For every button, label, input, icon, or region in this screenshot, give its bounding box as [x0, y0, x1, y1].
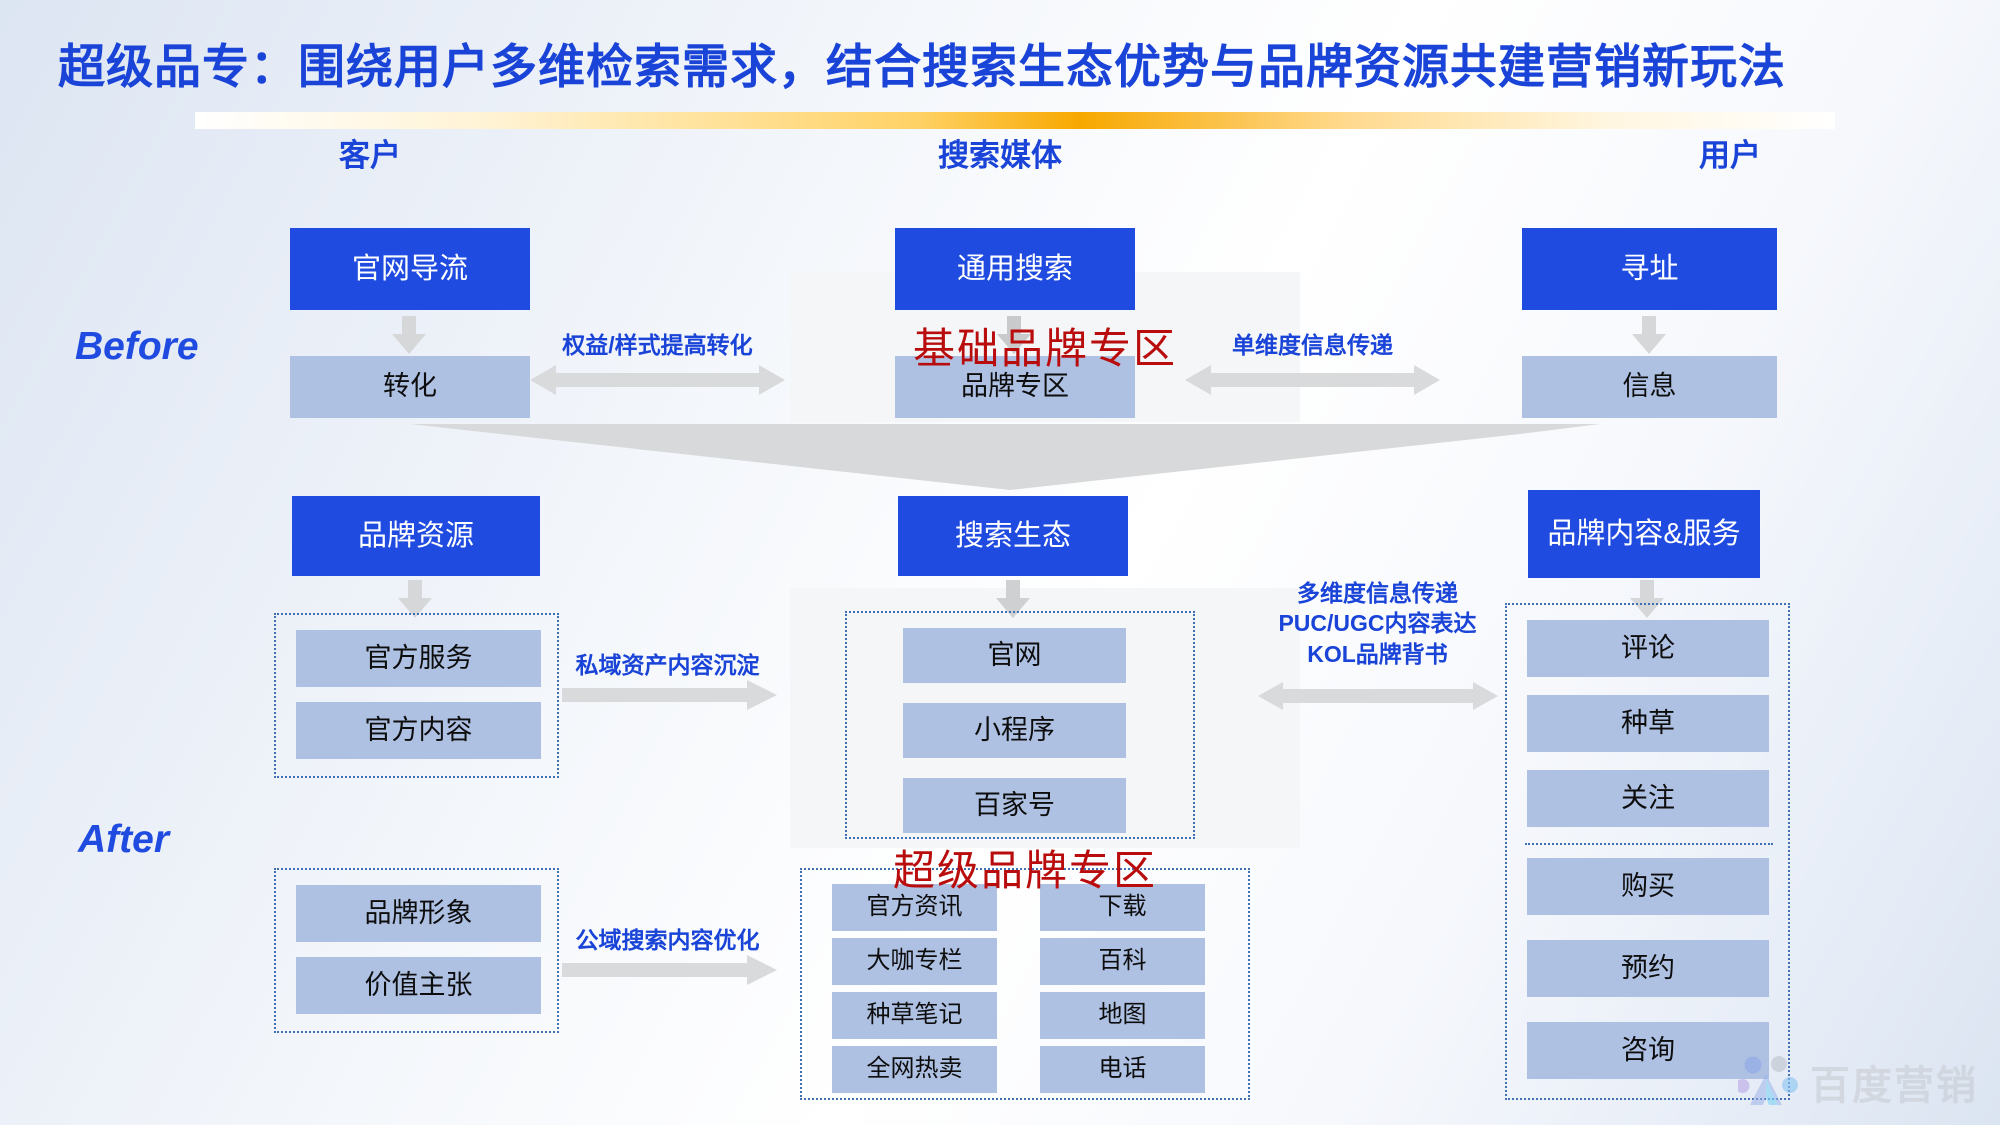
after-search-eco-callout: 超级品牌专区 [892, 847, 1157, 894]
before-user-primary-box[interactable]: 寻址 [1522, 228, 1777, 310]
bidirectional-arrow-right-icon [1185, 365, 1440, 395]
after-brand-image-group [274, 868, 559, 1033]
after-brand-content-group [1505, 603, 1790, 1100]
arrow-right-icon [562, 680, 777, 710]
after-brand-image-item-0[interactable]: 品牌形象 [296, 885, 541, 942]
after-right-flow-labels: 多维度信息传递 PUC/UGC内容表达 KOL品牌背书 [1255, 578, 1500, 669]
before-customer-primary-box[interactable]: 官网导流 [290, 228, 530, 310]
after-super-zone-right-0[interactable]: 下载 [1040, 884, 1205, 931]
after-super-zone-left-3[interactable]: 全网热卖 [832, 1046, 997, 1093]
after-brand-content-separator [1525, 843, 1773, 845]
title-divider [195, 112, 1835, 129]
watermark-label: 百度营销 [1810, 1064, 1978, 1108]
column-header-user: 用户 [1699, 138, 1761, 173]
arrow-down-icon [1630, 580, 1664, 618]
after-flow-private-label: 私域资产内容沉淀 [575, 652, 760, 678]
before-user-soft-box[interactable]: 信息 [1522, 356, 1777, 418]
after-brand-resource-group [274, 613, 559, 778]
section-divider-chevron-icon [410, 424, 1600, 490]
before-media-primary-box[interactable]: 通用搜索 [895, 228, 1135, 310]
after-super-zone-right-3[interactable]: 电话 [1040, 1046, 1205, 1093]
after-super-zone-right-2[interactable]: 地图 [1040, 992, 1205, 1039]
after-right-flow-line-2: KOL品牌背书 [1307, 640, 1448, 667]
before-media-callout: 基础品牌专区 [912, 325, 1177, 372]
baidu-paw-logo-icon [1738, 1056, 1798, 1105]
before-right-flow-label: 单维度信息传递 [1232, 332, 1393, 358]
after-brand-content-item-5[interactable]: 咨询 [1527, 1022, 1769, 1079]
after-brand-content-item-3[interactable]: 购买 [1527, 858, 1769, 915]
after-flow-public-label: 公域搜索内容优化 [575, 927, 760, 953]
step-label-after: After [78, 818, 170, 861]
after-brand-content-item-0[interactable]: 评论 [1527, 620, 1769, 677]
watermark: 百度营销 [1738, 1053, 1978, 1111]
after-search-eco-item-1[interactable]: 小程序 [903, 703, 1126, 758]
after-brand-content-primary-box[interactable]: 品牌内容&服务 [1528, 490, 1760, 578]
after-brand-resource-primary-box[interactable]: 品牌资源 [292, 496, 540, 576]
after-super-zone-left-2[interactable]: 种草笔记 [832, 992, 997, 1039]
after-brand-resource-item-1[interactable]: 官方内容 [296, 702, 541, 759]
arrow-down-icon [392, 316, 426, 354]
after-super-zone-left-0[interactable]: 官方资讯 [832, 884, 997, 931]
step-label-before: Before [75, 325, 199, 368]
page-title: 超级品专：围绕用户多维检索需求，结合搜索生态优势与品牌资源共建营销新玩法 [58, 40, 1786, 93]
column-header-customer: 客户 [339, 138, 401, 173]
after-search-eco-primary-box[interactable]: 搜索生态 [898, 496, 1128, 576]
after-super-zone-left-1[interactable]: 大咖专栏 [832, 938, 997, 985]
arrow-right-icon [562, 955, 777, 985]
after-brand-content-item-4[interactable]: 预约 [1527, 940, 1769, 997]
after-search-eco-item-2[interactable]: 百家号 [903, 778, 1126, 833]
after-brand-resource-item-0[interactable]: 官方服务 [296, 630, 541, 687]
after-right-flow-line-0: 多维度信息传递 [1297, 580, 1458, 606]
after-brand-content-item-1[interactable]: 种草 [1527, 695, 1769, 752]
arrow-down-icon [398, 580, 432, 618]
after-brand-image-item-1[interactable]: 价值主张 [296, 957, 541, 1014]
after-search-eco-group [845, 611, 1195, 839]
before-media-soft-box[interactable]: 品牌专区 [895, 356, 1135, 418]
bidirectional-arrow-icon [1258, 682, 1498, 710]
bidirectional-arrow-left-icon [530, 365, 785, 395]
after-super-zone-right-1[interactable]: 百科 [1040, 938, 1205, 985]
arrow-down-icon [997, 316, 1031, 354]
before-left-flow-label: 权益/样式提高转化 [562, 332, 753, 358]
before-customer-soft-box[interactable]: 转化 [290, 356, 530, 418]
after-brand-content-item-2[interactable]: 关注 [1527, 770, 1769, 827]
arrow-down-icon [996, 580, 1030, 618]
arrow-down-icon [1632, 316, 1666, 354]
after-search-eco-item-0[interactable]: 官网 [903, 628, 1126, 683]
after-right-flow-line-1: PUC/UGC内容表达 [1278, 610, 1477, 637]
after-super-zone-group [800, 868, 1250, 1100]
column-header-media: 搜索媒体 [938, 138, 1062, 173]
